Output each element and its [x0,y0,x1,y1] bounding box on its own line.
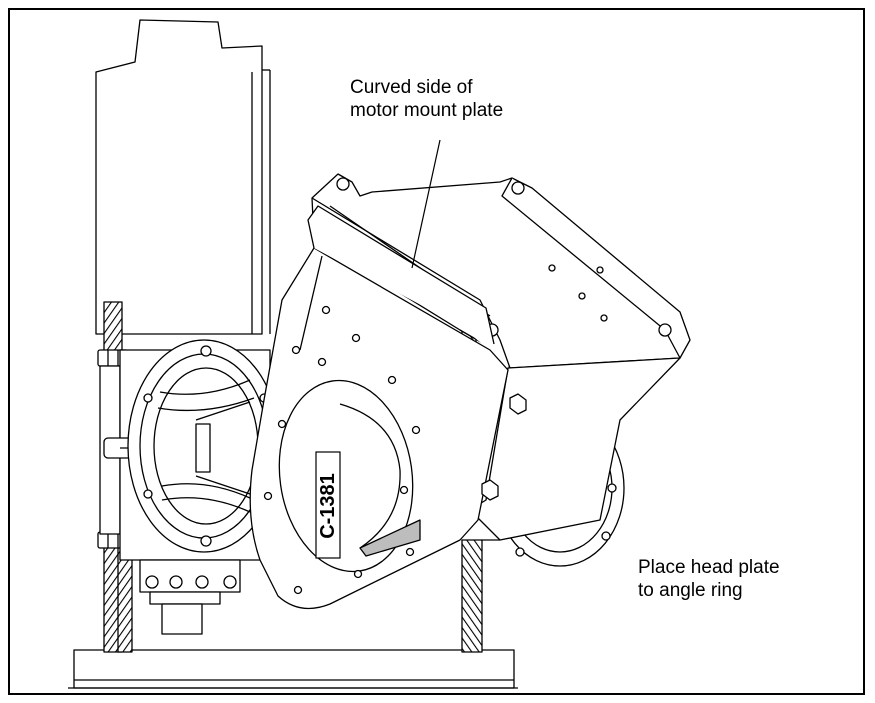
part-marking-label: C-1381 [315,451,341,559]
rotor-vanes [157,379,255,513]
hex-bolt-upper [509,393,527,415]
base-plate [68,649,518,689]
callout-motor-mount-plate: Curved side of motor mount plate [350,77,504,121]
hex-bolt-lower [481,479,499,501]
leader-line [411,139,441,269]
callout-head-plate: Place head plate to angle ring [638,557,780,601]
head-plate-opening [263,305,421,595]
motor-housing [95,19,271,335]
threaded-rod-right [461,539,483,653]
part-marking-text: C-1381 [317,473,339,539]
